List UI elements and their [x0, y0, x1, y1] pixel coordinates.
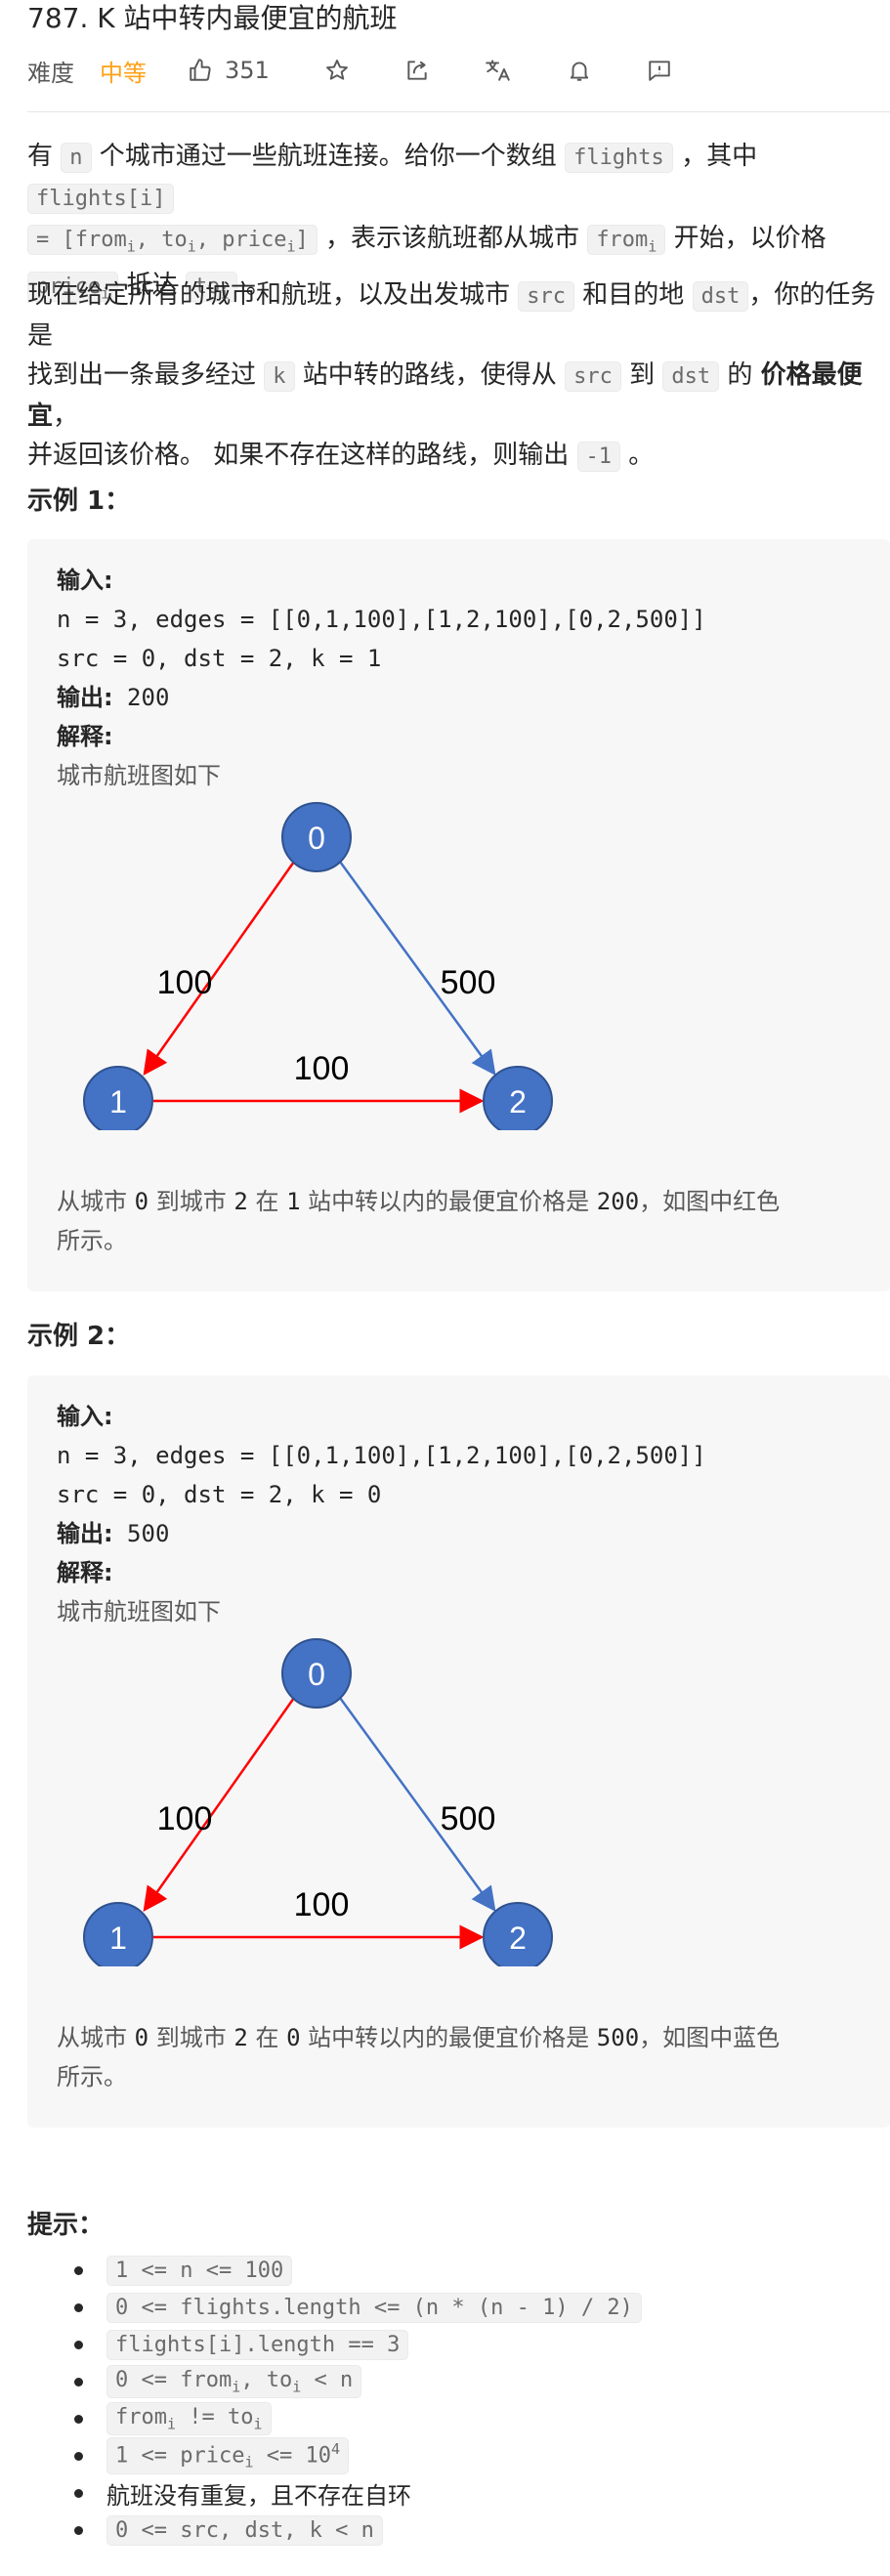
tip-item: flights[i].length == 3	[27, 2326, 890, 2363]
node-2-label: 2	[509, 1921, 527, 1956]
edge-0-1	[143, 861, 296, 1077]
description-paragraph-1: 有 n 个城市通过一些航班连接。给你一个数组 flights ，其中flight…	[27, 142, 826, 303]
edge-1-2-weight: 100	[294, 1050, 350, 1087]
example-2-note-line2: 所示。	[57, 2063, 127, 2090]
example-1-input-line1: n = 3, edges = [[0,1,100],[1,2,100],[0,2…	[57, 606, 706, 633]
tip-item: 0 <= src, dst, k < n	[27, 2512, 890, 2549]
problem-meta-bar: 难度 中等 351	[27, 51, 672, 90]
node-1-label: 1	[109, 1921, 127, 1956]
example-1-input-label: 输入:	[57, 567, 113, 594]
example-2-flight-graph: 100 500 100 0 1 2	[83, 1638, 553, 1966]
difficulty-badge: 中等	[100, 59, 147, 87]
node-2	[483, 1902, 553, 1966]
tips-list: 1 <= n <= 100 0 <= flights.length <= (n …	[27, 2252, 890, 2549]
star-icon	[325, 60, 348, 80]
feedback-button[interactable]	[647, 58, 672, 83]
tips-heading: 提示：	[27, 2211, 105, 2240]
example-2-input-line1: n = 3, edges = [[0,1,100],[1,2,100],[0,2…	[57, 1442, 706, 1469]
example-1-block: 输入: n = 3, edges = [[0,1,100],[1,2,100],…	[27, 539, 890, 1291]
example-1-explain-label: 解释:	[57, 723, 113, 750]
edge-0-1-weight: 100	[157, 964, 213, 1001]
like-count: 351	[225, 57, 270, 84]
edge-0-2-weight: 500	[441, 1800, 496, 1837]
example-1-note-line1: 从城市 0 到城市 2 在 1 站中转以内的最便宜价格是 200，如图中红色	[57, 1188, 781, 1215]
example-2-input-label: 输入:	[57, 1403, 113, 1430]
tip-item: 0 <= fromi, toi < n	[27, 2363, 890, 2400]
notify-button[interactable]	[567, 58, 592, 83]
example-2-heading: 示例 2：	[27, 1322, 131, 1351]
bell-icon	[570, 62, 588, 81]
tip-item: fromi != toi	[27, 2400, 890, 2437]
node-0-label: 0	[308, 821, 325, 856]
description-paragraph-2: 现在给定所有的城市和航班，以及出发城市 src 和目的地 dst，你的任务是找到…	[27, 280, 876, 472]
node-1	[83, 1066, 153, 1130]
example-2-graph-caption: 城市航班图如下	[57, 1598, 221, 1626]
edge-0-2	[338, 1697, 496, 1913]
example-2-input-line2: src = 0, dst = 2, k = 0	[57, 1481, 382, 1508]
node-1-label: 1	[109, 1084, 127, 1119]
example-1-flight-graph: 100 500 100 0 1 2	[83, 802, 553, 1130]
edge-1-2-weight: 100	[294, 1886, 350, 1923]
tip-item: 1 <= n <= 100	[27, 2252, 890, 2289]
node-1	[83, 1902, 153, 1966]
node-2	[483, 1066, 553, 1130]
example-2-explain-label: 解释:	[57, 1559, 113, 1586]
example-1-heading: 示例 1：	[27, 486, 131, 516]
example-1-output: 输出: 200	[57, 684, 170, 711]
example-1-note-line2: 所示。	[57, 1227, 127, 1254]
edge-0-1	[143, 1697, 296, 1913]
tip-item: 1 <= pricei <= 104	[27, 2437, 890, 2474]
problem-title: 787. K 站中转内最便宜的航班	[27, 2, 398, 34]
example-2-block: 输入: n = 3, edges = [[0,1,100],[1,2,100],…	[27, 1375, 890, 2128]
favorite-button[interactable]	[324, 58, 350, 83]
share-icon	[407, 61, 427, 80]
example-1-input-line2: src = 0, dst = 2, k = 1	[57, 645, 382, 672]
node-0	[281, 802, 352, 872]
example-2-note-line1: 从城市 0 到城市 2 在 0 站中转以内的最便宜价格是 500，如图中蓝色	[57, 2024, 781, 2051]
example-2-output: 输出: 500	[57, 1520, 170, 1547]
difficulty-label: 难度	[27, 59, 74, 87]
translate-icon	[485, 60, 510, 81]
example-1-graph-caption: 城市航班图如下	[57, 762, 221, 789]
edge-0-1-weight: 100	[157, 1800, 213, 1837]
translate-button[interactable]	[485, 58, 512, 83]
tip-item: 0 <= flights.length <= (n * (n - 1) / 2)	[27, 2289, 890, 2326]
edge-0-2-weight: 500	[441, 964, 496, 1001]
node-2-label: 2	[509, 1084, 527, 1119]
share-button[interactable]	[404, 58, 430, 83]
node-0	[281, 1638, 352, 1709]
feedback-icon	[649, 61, 670, 81]
tip-item: 航班没有重复，且不存在自环	[27, 2474, 890, 2512]
header-divider	[27, 111, 890, 112]
node-0-label: 0	[308, 1657, 325, 1692]
like-button[interactable]: 351	[188, 57, 270, 84]
edge-0-2	[338, 861, 496, 1077]
thumbs-up-icon	[190, 59, 211, 81]
